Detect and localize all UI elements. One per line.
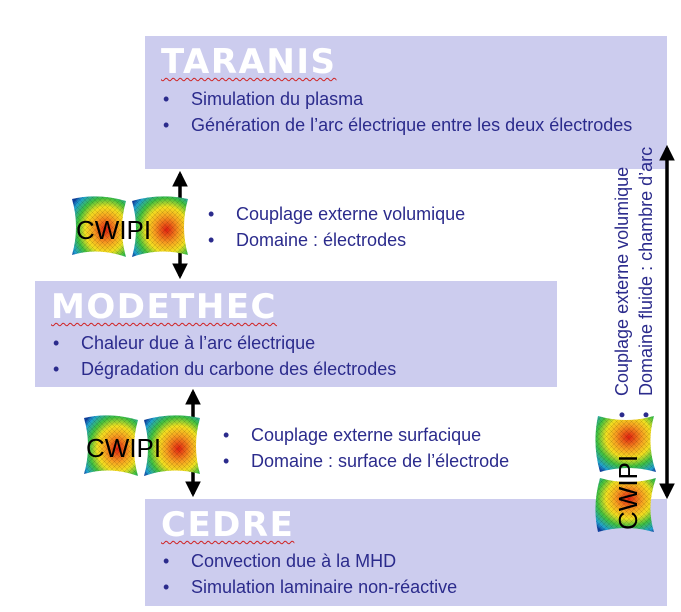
- cwipi-logo-1-text: CWIPI: [76, 215, 151, 245]
- coupling-2-bullet: Couplage externe surfacique: [221, 422, 581, 448]
- coupling-3-bullet-text: Couplage externe volumique: [612, 166, 632, 396]
- coupling-2-bullet: Domaine : surface de l’électrode: [221, 448, 581, 474]
- bullet-glyph: •: [636, 411, 656, 418]
- coupling-3-bullet-text: Domaine fluide : chambre d’arc: [636, 146, 656, 396]
- taranis-title: TARANIS: [161, 42, 337, 82]
- modethec-title: MODETHEC: [51, 287, 278, 327]
- cedre-bullet: Simulation laminaire non-réactive: [161, 574, 651, 600]
- coupling-3-bullet-2: • Domaine fluide : chambre d’arc: [634, 147, 658, 418]
- modethec-box: MODETHEC Chaleur due à l’arc électrique …: [35, 281, 557, 387]
- cedre-title: CEDRE: [161, 505, 295, 545]
- bullet-glyph: •: [612, 411, 632, 418]
- taranis-bullet-list: Simulation du plasma Génération de l’arc…: [161, 86, 641, 138]
- taranis-bullet: Simulation du plasma: [161, 86, 641, 112]
- cedre-box: CEDRE Convection due à la MHD Simulation…: [145, 499, 667, 606]
- modethec-bullet: Chaleur due à l’arc électrique: [51, 330, 541, 356]
- coupling-1-bullet: Domaine : électrodes: [206, 227, 536, 253]
- taranis-box: TARANIS Simulation du plasma Génération …: [145, 36, 667, 169]
- cedre-bullet-list: Convection due à la MHD Simulation lamin…: [161, 548, 651, 600]
- cwipi-logo-2-text: CWIPI: [86, 433, 161, 463]
- coupling-1-bullet: Couplage externe volumique: [206, 201, 536, 227]
- cwipi-logo-3-text: CWIPI: [613, 455, 643, 530]
- coupling-1-bullet-list: Couplage externe volumique Domaine : éle…: [206, 201, 536, 253]
- coupling-2-bullet-list: Couplage externe surfacique Domaine : su…: [221, 422, 581, 474]
- modethec-bullet-list: Chaleur due à l’arc électrique Dégradati…: [51, 330, 541, 382]
- coupling-3-bullet-1: • Couplage externe volumique: [610, 167, 634, 418]
- modethec-bullet: Dégradation du carbone des électrodes: [51, 356, 541, 382]
- cedre-bullet: Convection due à la MHD: [161, 548, 651, 574]
- taranis-bullet: Génération de l’arc électrique entre les…: [161, 112, 641, 138]
